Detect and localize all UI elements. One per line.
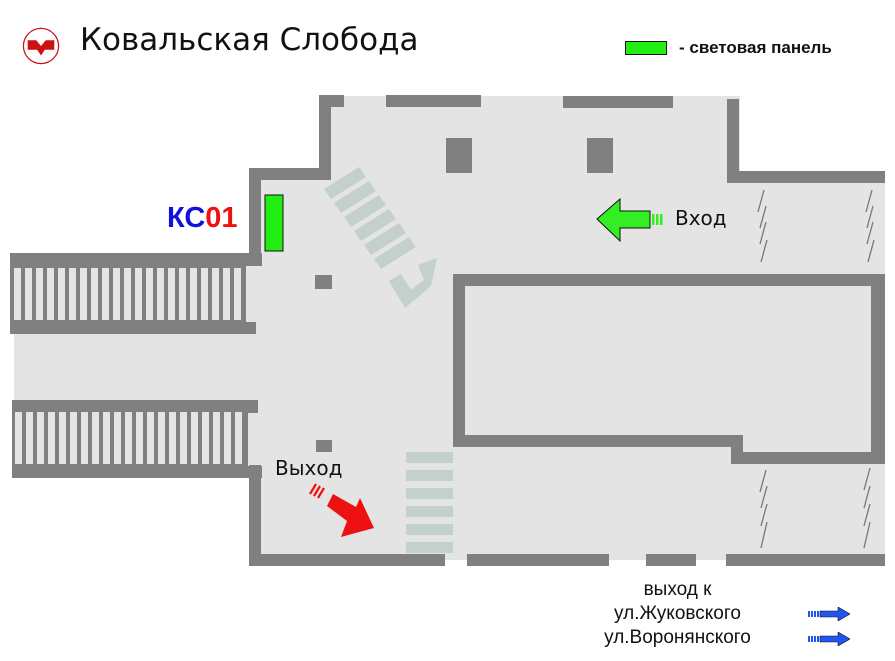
entrance-arrow-icon xyxy=(596,197,663,243)
exit-label: Выход xyxy=(275,456,343,480)
exit-arrow-icon xyxy=(309,483,374,537)
legend: - световая панель xyxy=(625,38,832,58)
glass-doors xyxy=(757,189,875,549)
exit-directions: выход к ул.Жуковского ул.Воронянского xyxy=(590,578,765,650)
lower-stairs xyxy=(406,452,453,553)
light-panel-ks01 xyxy=(264,194,284,252)
walls xyxy=(249,95,885,566)
minsk-metro-logo-icon xyxy=(22,27,60,65)
street-voronyanskogo: ул.Воронянского xyxy=(604,627,751,648)
diagonal-stairs xyxy=(324,167,437,308)
lower-escalator xyxy=(12,400,262,478)
panel-code-prefix: КС xyxy=(167,202,206,234)
station-title: Ковальская Слобода xyxy=(80,22,419,58)
blue-arrow-right-icon xyxy=(808,632,850,646)
legend-light-panel-swatch xyxy=(625,41,667,55)
panel-code-number: 01 xyxy=(205,202,238,234)
exit-directions-heading: выход к xyxy=(643,579,712,600)
upper-escalator xyxy=(10,253,262,334)
entrance-label: Вход xyxy=(675,206,727,230)
legend-label: - световая панель xyxy=(679,38,832,57)
blue-arrow-right-icon xyxy=(808,607,850,621)
street-zhukovskogo: ул.Жуковского xyxy=(614,603,741,624)
panel-code-label: КС01 xyxy=(167,202,238,235)
